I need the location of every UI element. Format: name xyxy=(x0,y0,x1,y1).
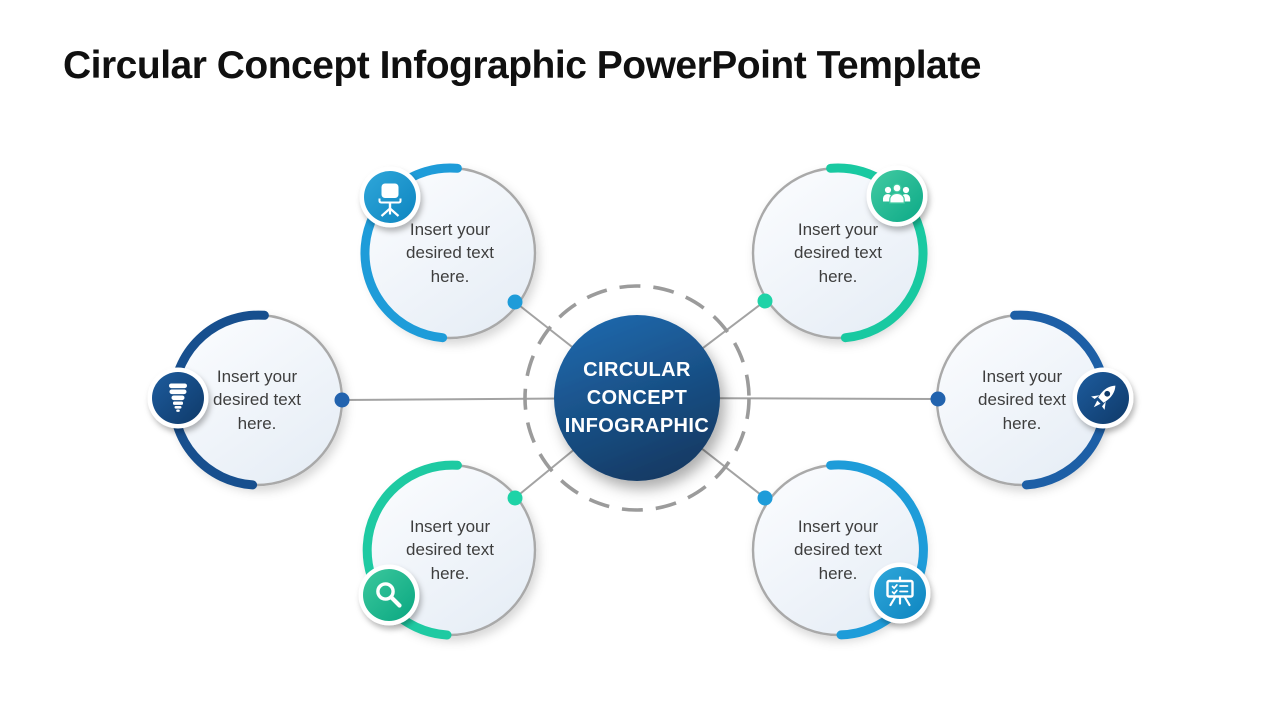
presentation-board-badge xyxy=(869,562,931,624)
satellite-text-top-right: Insert your desired text here. xyxy=(794,220,882,286)
connector-dot xyxy=(507,490,523,506)
center-hub-circle xyxy=(554,315,720,481)
office-chair-badge xyxy=(359,166,421,228)
magnifier-badge xyxy=(358,564,420,626)
center-hub-label: CIRCULAR CONCEPT INFOGRAPHIC xyxy=(552,352,722,444)
connector-dot xyxy=(507,294,523,310)
slide-title: Circular Concept Infographic PowerPoint … xyxy=(63,44,981,87)
rocket-badge xyxy=(1072,367,1134,429)
hub-label-line: CONCEPT xyxy=(586,387,688,409)
satellite-text-left: Insert your desired text here. xyxy=(213,367,301,433)
connector-dot xyxy=(930,391,946,407)
satellite-text-top-left: Insert your desired text here. xyxy=(406,220,494,286)
satellite-arc xyxy=(362,460,462,640)
satellite-arc xyxy=(360,163,462,343)
satellite-arc xyxy=(826,460,928,640)
satellite-arc xyxy=(826,163,928,343)
badge-fill xyxy=(874,567,926,619)
hub-label-line: INFOGRAPHIC xyxy=(564,415,710,437)
rocket-icon xyxy=(1091,385,1116,410)
magnifier-icon xyxy=(376,582,402,608)
satellite-text-bottom-right: Insert your desired text here. xyxy=(794,517,882,583)
cfl-bulb-badge xyxy=(147,367,209,429)
connector-dot xyxy=(334,392,350,408)
connector-dot xyxy=(757,293,773,309)
office-chair-icon xyxy=(378,183,402,217)
connector-dot xyxy=(757,490,773,506)
center-dashed-ring xyxy=(523,284,751,512)
hub-label-line: CIRCULAR xyxy=(583,359,691,381)
satellite-text-right: Insert your desired text here. xyxy=(978,367,1066,433)
cfl-bulb-icon xyxy=(169,383,187,412)
satellite-text-bottom-left: Insert your desired text here. xyxy=(406,517,494,583)
team-people-icon xyxy=(883,183,911,204)
badge-fill xyxy=(363,569,415,621)
presentation-board-icon xyxy=(886,576,914,607)
team-people-badge xyxy=(866,165,928,227)
